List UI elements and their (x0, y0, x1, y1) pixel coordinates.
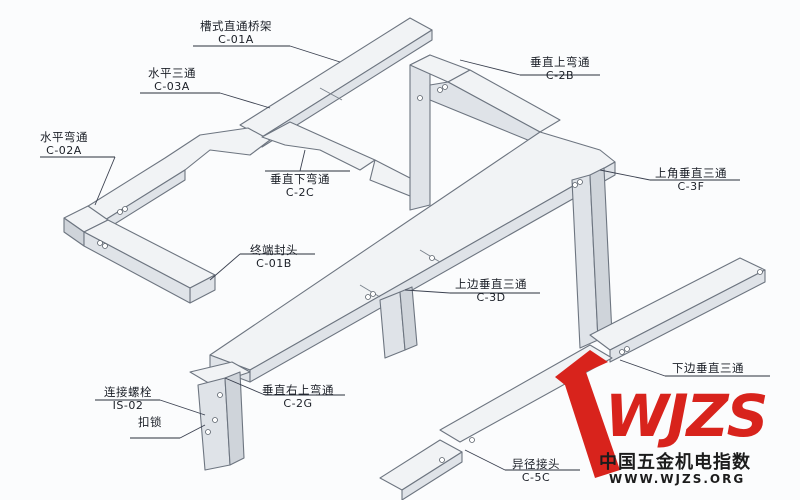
tray-elbow-vertical-up (409, 54, 561, 211)
label-zh: 下边垂直三通 (672, 361, 744, 375)
label-code: C-2G (283, 397, 313, 410)
label-horizontal-tee: 水平三通 C-03A (148, 66, 196, 94)
label-zh: 水平三通 (148, 66, 196, 80)
label-zh: 水平弯通 (40, 130, 88, 144)
tray-tee-vertical-side (379, 286, 418, 359)
label-code: C-3F (677, 180, 705, 193)
tray-tee-horizontal (84, 127, 271, 231)
logo-brand: WJZS (605, 382, 768, 450)
tray-elbow-horizontal (63, 205, 216, 304)
label-zh: 终端封头 (250, 243, 298, 257)
label-code: C-01A (218, 33, 254, 46)
label-code: C-3D (476, 291, 506, 304)
label-code: IS-02 (112, 399, 144, 412)
label-zh: 扣锁 (138, 415, 162, 429)
label-horizontal-elbow: 水平弯通 C-02A (40, 130, 88, 158)
label-zh: 上角垂直三通 (655, 166, 727, 180)
bolt-holes (97, 84, 763, 463)
label-code: C-03A (154, 80, 190, 93)
logo-arrow-icon (555, 350, 620, 478)
label-vertical-right-up-elbow: 垂直右上弯通 C-2G (262, 383, 334, 411)
label-zh: 垂直上弯通 (530, 55, 590, 69)
leader-lines (40, 45, 770, 471)
label-top-side-vertical-tee: 上边垂直三通 C-3D (455, 277, 527, 305)
label-straight-tray: 槽式直通桥架 C-01A (200, 19, 272, 47)
label-zh: 槽式直通桥架 (200, 19, 272, 33)
label-zh: 连接螺栓 (104, 385, 152, 399)
label-zh: 垂直右上弯通 (262, 383, 334, 397)
logo-name-cn: 中国五金机电指数 (599, 452, 751, 473)
label-code: C-5C (521, 471, 551, 484)
label-top-corner-vertical-tee: 上角垂直三通 C-3F (655, 166, 727, 194)
label-code: C-2B (545, 69, 575, 82)
tray-elbow-vertical-right-up (189, 361, 251, 471)
label-zh: 上边垂直三通 (455, 277, 527, 291)
label-bottom-side-vertical-tee: 下边垂直三通 (672, 362, 744, 375)
label-code: C-02A (46, 144, 82, 157)
label-vertical-up-elbow: 垂直上弯通 C-2B (530, 55, 590, 83)
label-zh: 垂直下弯通 (270, 172, 330, 186)
tray-tee-vertical-top (571, 167, 613, 349)
logo-url: WWW.WJZS.ORG (609, 472, 746, 486)
label-reducer: 异径接头 C-5C (512, 457, 560, 485)
label-zh: 异径接头 (512, 457, 560, 471)
label-end-cap: 终端封头 C-01B (250, 243, 298, 271)
label-vertical-down-elbow: 垂直下弯通 C-2C (270, 172, 330, 200)
label-lock: 扣锁 (138, 416, 162, 429)
wjzs-logo: WJZS 中国五金机电指数 WWW.WJZS.ORG (565, 360, 795, 495)
label-code: C-01B (256, 257, 292, 270)
label-connecting-bolt: 连接螺栓 IS-02 (104, 385, 152, 413)
label-code: C-2C (285, 186, 315, 199)
